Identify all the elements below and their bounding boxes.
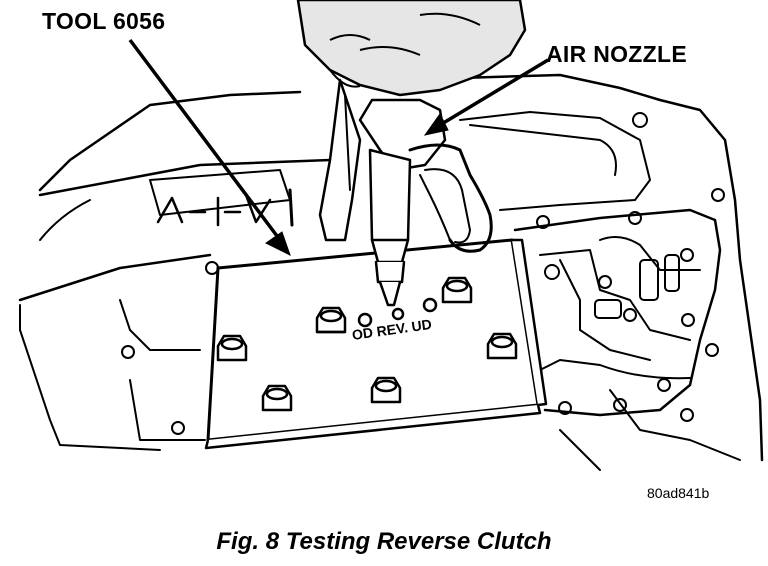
arrow-head-tool	[265, 231, 291, 256]
hand	[296, 0, 527, 97]
valve-body	[513, 208, 722, 417]
valve-body-housing	[459, 111, 651, 211]
port-od	[357, 312, 373, 328]
callout-tool: TOOL 6056	[42, 8, 166, 34]
casting-marking	[156, 193, 272, 227]
bolt-icon	[216, 276, 518, 412]
port-ud	[422, 297, 438, 313]
figure-caption: Fig. 8 Testing Reverse Clutch	[216, 528, 552, 555]
figure-code: 80ad841b	[647, 485, 710, 501]
leader-arrows	[128, 38, 549, 256]
callout-air-nozzle: AIR NOZZLE	[546, 41, 687, 67]
air-nozzle	[318, 78, 493, 307]
transmission-case	[38, 73, 764, 462]
port-rev	[391, 307, 405, 321]
arrow-head-nozzle	[423, 113, 449, 136]
